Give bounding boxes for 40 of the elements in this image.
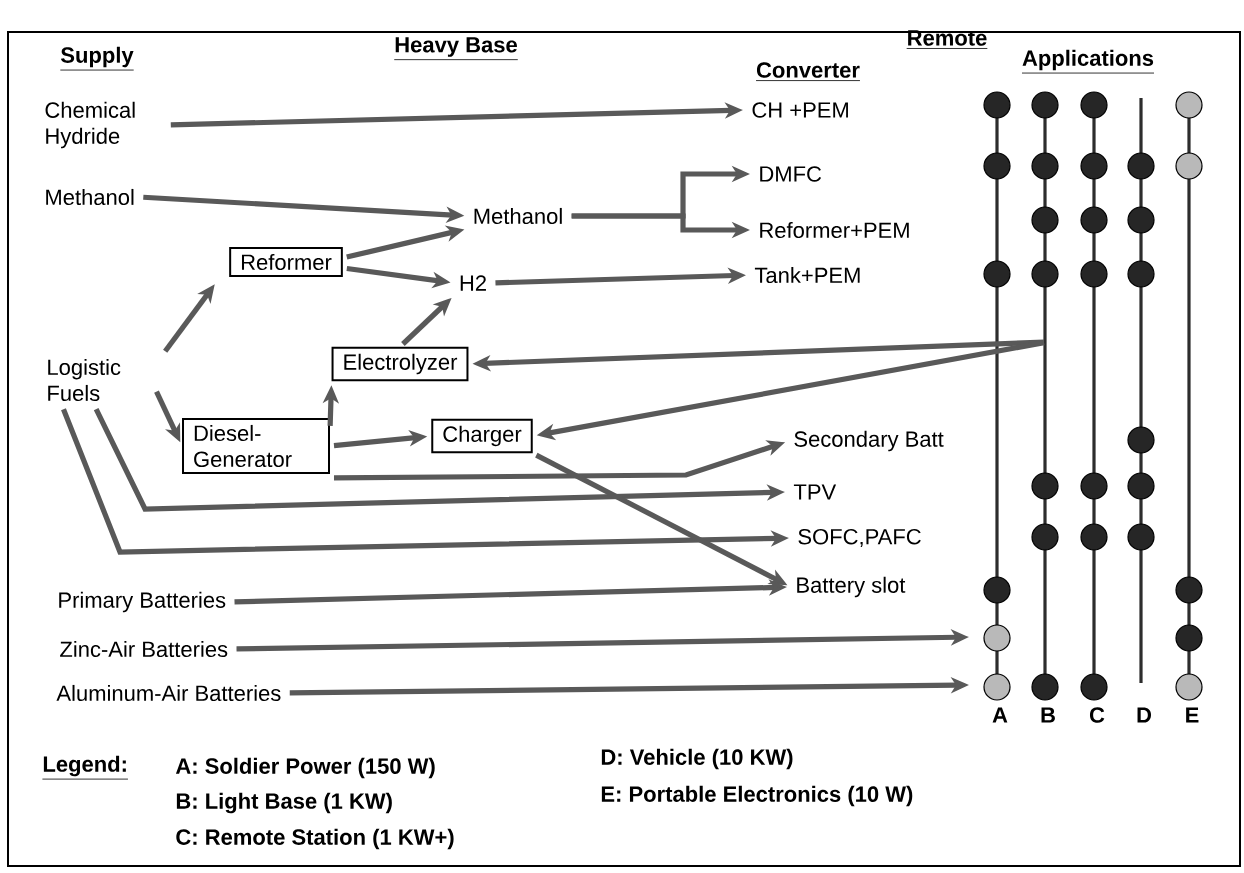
node-label: C [1089,707,1105,723]
supply-text: H2 [460,275,486,291]
supply-text: Logistic Fuels [48,358,121,402]
application-column: C [1080,91,1108,723]
column-heading: Supply [59,46,135,71]
supply-text: Zinc-Air Batteries [60,640,228,658]
application-column: D [1127,98,1155,723]
process-box: Diesel-Generator [182,417,330,475]
process-box: Reformer [229,246,343,278]
supply-text: Chemical Hydride [45,101,135,149]
legend-entry: D: Vehicle (10 KW) [601,748,793,770]
node-label: D [1137,707,1152,723]
column-heading: Converter [755,62,861,81]
node-label: A [992,707,1008,723]
converter-text: Secondary Batt [794,430,944,452]
supply-text: Aluminum-Air Batteries [56,684,281,702]
converter-text: Reformer+PEM [760,221,909,239]
legend-entry: E: Portable Electronics (10 W) [601,785,913,807]
column-heading: Applications [1021,49,1155,74]
supply-text: Methanol [474,207,562,225]
supply-text: Methanol [46,188,134,206]
application-column: B [1031,91,1059,723]
converter-text: DMFC [760,166,822,182]
legend-heading: Legend: [42,755,129,780]
legend-entry: C: Remote Station (1 KW+) [176,828,454,850]
legend-entry: A: Soldier Power (150 W) [175,757,435,779]
application-column: E [1175,91,1203,723]
process-box: Electrolyzer [331,346,469,382]
converter-text: SOFC,PAFC [798,528,921,548]
converter-text: Tank+PEM [754,266,860,284]
converter-text: TPV [793,484,837,500]
legend-entry: B: Light Base (1 KW) [176,792,392,814]
supply-text: Primary Batteries [59,591,226,613]
application-column: A [983,362,1011,723]
process-box: Charger [431,418,533,454]
converter-text: Battery slot [797,576,906,598]
column-heading: Heavy Base [393,37,519,61]
node-label: E [1186,707,1199,723]
node-label: B [1041,707,1055,723]
converter-text: CH +PEM [752,102,848,118]
